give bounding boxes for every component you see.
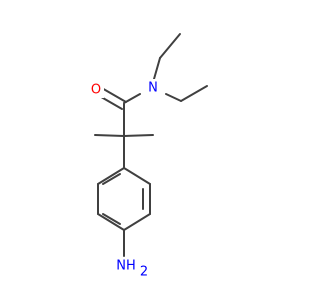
amine-group: NH 2 — [112, 258, 148, 280]
ring-bond-6 — [97, 167, 125, 185]
bond-carbonyl-double-a — [99, 86, 127, 103]
bond-quaternary-methyl-right — [123, 134, 154, 137]
bond-ethyl2-methyl — [180, 85, 208, 102]
amide-nitrogen-label: N — [148, 81, 158, 96]
bond-ethyl1-methyl — [159, 33, 181, 59]
bond-nitrogen-ethyl1 — [153, 57, 161, 80]
amine-label: NH — [116, 259, 136, 274]
ring-bond-3 — [123, 213, 151, 231]
amide-nitrogen-atom: N — [145, 79, 161, 96]
ring-inner-bond-2 — [102, 213, 121, 225]
bond-carbonyl-nitrogen — [123, 93, 141, 104]
ring-bond-4 — [97, 213, 125, 231]
bond-nitrogen-ethyl2 — [165, 93, 182, 102]
ring-inner-bond-3 — [102, 173, 121, 185]
amine-subscript: 2 — [140, 265, 148, 280]
bond-quaternary-methyl-left — [94, 134, 125, 137]
ring-bond-1 — [123, 167, 151, 185]
oxygen-atom: O — [88, 82, 104, 98]
structure-diagram: O N NH 2 — [88, 33, 208, 280]
atom-labels: O N NH 2 — [88, 79, 161, 280]
molecule-drawing: O N NH 2 — [88, 33, 208, 280]
bonds-group — [94, 33, 208, 257]
oxygen-label: O — [91, 83, 101, 98]
